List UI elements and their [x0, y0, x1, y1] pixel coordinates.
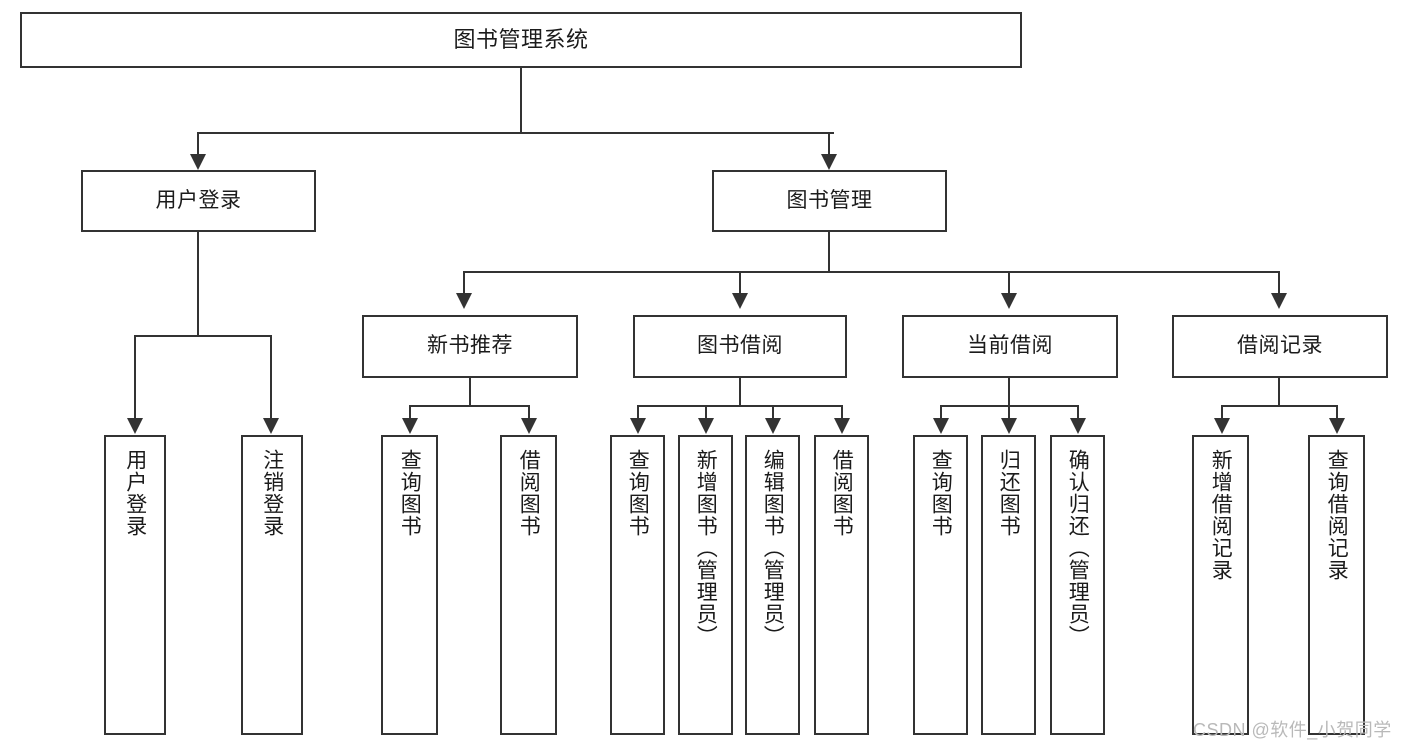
- node-leaf-confirm-return-admin-label: 确认归还（管理员）: [1066, 449, 1090, 647]
- edge-book-borrow-bus: [637, 405, 843, 407]
- node-leaf-add-record-label: 新增借阅记录: [1209, 449, 1233, 581]
- arrow-borrow-record-to-query: [1329, 418, 1345, 434]
- node-leaf-user-login[interactable]: 用户登录: [104, 435, 166, 735]
- node-leaf-borrow-book-1[interactable]: 借阅图书: [500, 435, 557, 735]
- arrow-book-manage-to-borrow-record: [1271, 293, 1287, 309]
- edge-root-to-book-manage: [828, 132, 830, 156]
- node-new-book-rec[interactable]: 新书推荐: [362, 315, 578, 378]
- edge-book-borrow-to-query: [637, 405, 639, 419]
- node-book-manage[interactable]: 图书管理: [712, 170, 947, 232]
- edge-root-to-user-login: [197, 132, 199, 156]
- node-leaf-add-record[interactable]: 新增借阅记录: [1192, 435, 1249, 735]
- edge-book-manage-to-current-borrow: [1008, 271, 1010, 295]
- node-leaf-edit-book-admin[interactable]: 编辑图书（管理员）: [745, 435, 800, 735]
- node-leaf-query-book-2-label: 查询图书: [626, 449, 650, 537]
- edge-root-trunk: [520, 68, 522, 133]
- node-leaf-add-book-admin-label: 新增图书（管理员）: [694, 449, 718, 647]
- arrow-book-borrow-to-borrow: [834, 418, 850, 434]
- node-user-login-label: 用户登录: [155, 188, 242, 212]
- node-leaf-borrow-book-2-label: 借阅图书: [830, 449, 854, 537]
- node-book-manage-label: 图书管理: [786, 188, 873, 212]
- node-leaf-query-book-1[interactable]: 查询图书: [381, 435, 438, 735]
- node-borrow-record-label: 借阅记录: [1237, 334, 1323, 358]
- edge-book-manage-bus: [463, 271, 1278, 273]
- edge-root-bus: [197, 132, 834, 134]
- edge-borrow-record-to-query: [1336, 405, 1338, 419]
- node-leaf-confirm-return-admin[interactable]: 确认归还（管理员）: [1050, 435, 1105, 735]
- node-leaf-query-book-3-label: 查询图书: [929, 449, 953, 537]
- node-leaf-query-book-1-label: 查询图书: [398, 449, 422, 537]
- edge-book-manage-to-borrow-record: [1278, 271, 1280, 295]
- arrow-new-book-rec-to-query: [402, 418, 418, 434]
- arrow-user-login-to-leaf-logout: [263, 418, 279, 434]
- node-leaf-query-record-label: 查询借阅记录: [1325, 449, 1349, 581]
- node-leaf-return-book[interactable]: 归还图书: [981, 435, 1036, 735]
- node-leaf-return-book-label: 归还图书: [997, 449, 1021, 537]
- edge-current-borrow-to-return: [1008, 405, 1010, 419]
- arrow-user-login-to-leaf-login: [127, 418, 143, 434]
- edge-book-manage-to-new-book-rec: [463, 271, 465, 295]
- edge-book-borrow-trunk: [739, 378, 741, 406]
- arrow-current-borrow-to-query: [933, 418, 949, 434]
- edge-user-login-trunk: [197, 232, 199, 336]
- node-user-login[interactable]: 用户登录: [81, 170, 316, 232]
- node-current-borrow[interactable]: 当前借阅: [902, 315, 1118, 378]
- arrow-book-manage-to-book-borrow: [732, 293, 748, 309]
- edge-current-borrow-to-query: [940, 405, 942, 419]
- node-leaf-logout[interactable]: 注销登录: [241, 435, 303, 735]
- edge-current-borrow-to-confirm: [1077, 405, 1079, 419]
- arrow-new-book-rec-to-borrow: [521, 418, 537, 434]
- arrow-root-to-book-manage: [821, 154, 837, 170]
- node-leaf-user-login-label: 用户登录: [123, 449, 147, 537]
- edge-new-book-rec-bus: [409, 405, 530, 407]
- node-root[interactable]: 图书管理系统: [20, 12, 1022, 68]
- node-book-borrow-label: 图书借阅: [697, 334, 783, 358]
- edge-user-login-to-leaf-login: [134, 335, 136, 419]
- arrow-current-borrow-to-confirm: [1070, 418, 1086, 434]
- node-leaf-borrow-book-2[interactable]: 借阅图书: [814, 435, 869, 735]
- edge-current-borrow-trunk: [1008, 378, 1010, 406]
- edge-new-book-rec-to-borrow: [528, 405, 530, 419]
- node-root-label: 图书管理系统: [453, 27, 589, 53]
- node-current-borrow-label: 当前借阅: [967, 334, 1053, 358]
- node-new-book-rec-label: 新书推荐: [427, 334, 513, 358]
- node-leaf-query-book-2[interactable]: 查询图书: [610, 435, 665, 735]
- arrow-borrow-record-to-add: [1214, 418, 1230, 434]
- node-borrow-record[interactable]: 借阅记录: [1172, 315, 1388, 378]
- edge-new-book-rec-trunk: [469, 378, 471, 406]
- arrow-book-manage-to-current-borrow: [1001, 293, 1017, 309]
- arrow-book-manage-to-new-book-rec: [456, 293, 472, 309]
- node-leaf-borrow-book-1-label: 借阅图书: [517, 449, 541, 537]
- edge-book-borrow-to-borrow: [841, 405, 843, 419]
- edge-user-login-bus: [134, 335, 272, 337]
- node-book-borrow[interactable]: 图书借阅: [633, 315, 847, 378]
- node-leaf-query-book-3[interactable]: 查询图书: [913, 435, 968, 735]
- node-leaf-logout-label: 注销登录: [260, 449, 284, 537]
- edge-book-manage-trunk: [828, 232, 830, 272]
- arrow-book-borrow-to-query: [630, 418, 646, 434]
- edge-borrow-record-to-add: [1221, 405, 1223, 419]
- node-leaf-query-record[interactable]: 查询借阅记录: [1308, 435, 1365, 735]
- arrow-current-borrow-to-return: [1001, 418, 1017, 434]
- edge-user-login-to-leaf-logout: [270, 335, 272, 419]
- arrow-book-borrow-to-edit: [765, 418, 781, 434]
- edge-book-borrow-to-add: [705, 405, 707, 419]
- edge-new-book-rec-to-query: [409, 405, 411, 419]
- arrow-root-to-user-login: [190, 154, 206, 170]
- edge-borrow-record-bus: [1221, 405, 1338, 407]
- edge-borrow-record-trunk: [1278, 378, 1280, 406]
- csdn-watermark: CSDN @软件_小贺同学: [1193, 720, 1392, 740]
- edge-book-borrow-to-edit: [772, 405, 774, 419]
- edge-book-manage-to-book-borrow: [739, 271, 741, 295]
- node-leaf-edit-book-admin-label: 编辑图书（管理员）: [761, 449, 785, 647]
- arrow-book-borrow-to-add: [698, 418, 714, 434]
- node-leaf-add-book-admin[interactable]: 新增图书（管理员）: [678, 435, 733, 735]
